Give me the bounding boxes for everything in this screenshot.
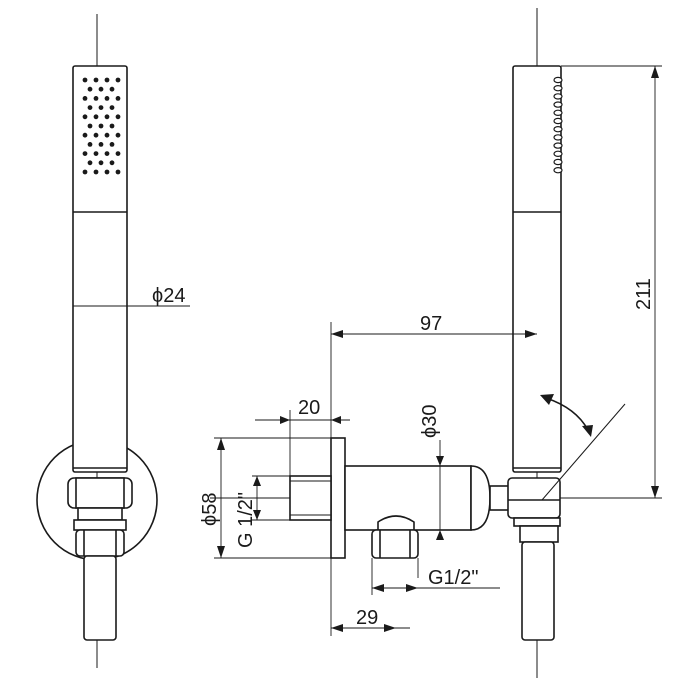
spray-nozzle [87, 123, 93, 129]
dim-outlet-label: G1/2" [428, 567, 478, 589]
side-valve-cap [470, 465, 491, 531]
spray-nozzle [93, 151, 99, 157]
spray-nozzle [115, 151, 121, 157]
dim-outlet-offset: 29 [330, 558, 410, 636]
spray-nozzles [82, 77, 121, 175]
spray-nozzle [104, 96, 110, 101]
spray-nozzle [104, 114, 110, 120]
tilt-angle-line [541, 403, 626, 501]
side-holder-ring [513, 517, 561, 527]
spray-nozzle [109, 123, 115, 129]
dim-wall-thread: G 1/2" [235, 475, 290, 548]
dim-arm-length: 97 [330, 313, 537, 438]
side-connector [489, 485, 511, 511]
spray-nozzle [82, 96, 88, 101]
spray-nozzle [82, 77, 88, 83]
spray-nozzle [98, 160, 104, 166]
dim-flange-depth: 20 [255, 397, 350, 476]
spray-nozzle [82, 114, 88, 120]
spray-nozzle [109, 142, 115, 147]
rotation-arrow-icon [540, 394, 593, 437]
spray-nozzle [93, 132, 99, 138]
dim-outlet-thread: G1/2" [371, 558, 500, 595]
front-view: ϕ24 [36, 14, 190, 668]
spray-nozzle [93, 96, 99, 101]
side-spray-nozzle [553, 134, 563, 141]
spray-nozzle [115, 169, 121, 175]
spray-nozzle [115, 132, 121, 138]
dim-flange-label: ϕ58 [199, 493, 221, 526]
side-spray-nozzle [553, 125, 563, 133]
spray-nozzle [82, 169, 88, 175]
side-thread-stub [289, 475, 332, 521]
side-spray-nozzle [553, 166, 563, 174]
spray-nozzle [104, 77, 110, 83]
spray-nozzle [87, 160, 93, 166]
spray-nozzle [87, 86, 93, 92]
spray-nozzle [98, 86, 104, 92]
dim-arm-label: 97 [420, 313, 442, 335]
spray-nozzle [109, 160, 115, 166]
dim-thread-label: G 1/2" [235, 492, 257, 548]
spray-nozzle [98, 142, 104, 147]
spray-nozzle [93, 169, 99, 175]
dim-height-label: 211 [633, 278, 655, 310]
spray-nozzle [104, 169, 110, 175]
spray-nozzle [98, 105, 104, 110]
spray-nozzle [82, 151, 88, 157]
front-holder-ring [73, 519, 127, 531]
spray-nozzle [87, 105, 93, 110]
side-spray-nozzle [553, 150, 563, 157]
spray-nozzle [115, 77, 121, 83]
side-hose [521, 541, 555, 641]
spray-nozzle [82, 132, 88, 138]
side-holder-nut [519, 525, 559, 543]
dim-flange-diameter: ϕ58 [199, 437, 331, 559]
spray-nozzle [93, 77, 99, 83]
dim-overall-height: 211 [561, 65, 662, 499]
front-handle-body [72, 65, 128, 473]
front-holder-center [75, 477, 125, 509]
side-spray-nozzle [553, 109, 563, 117]
side-outlet-nut [371, 529, 419, 559]
spray-nozzle [87, 142, 93, 147]
side-spray-nozzle [553, 158, 563, 166]
spray-nozzle [98, 123, 104, 129]
front-holder [67, 477, 133, 557]
spray-nozzle [93, 114, 99, 120]
side-spray-nozzle [553, 117, 563, 125]
spray-nozzle [104, 151, 110, 157]
front-hose [83, 555, 117, 641]
side-wall-flange [330, 437, 346, 559]
spray-nozzle [109, 86, 115, 92]
front-holder-collar [77, 507, 123, 521]
side-spray-nozzles [553, 76, 563, 174]
spray-nozzle [104, 132, 110, 138]
dim-body-diameter: ϕ30 [419, 405, 444, 540]
side-spray-nozzle [553, 101, 563, 108]
dim-offset-label: 29 [356, 607, 378, 629]
side-spray-nozzle [553, 142, 563, 149]
side-spray-nozzle [553, 93, 563, 100]
side-spray-nozzle [553, 84, 563, 92]
side-spray-nozzle [553, 76, 563, 84]
side-outlet-dome [377, 515, 415, 531]
side-holder [507, 477, 561, 519]
dim-body-label: ϕ30 [419, 405, 441, 438]
spray-nozzle [115, 96, 121, 101]
spray-nozzle [115, 114, 121, 120]
dim-handle-diameter-label: ϕ24 [152, 285, 185, 307]
dim-depth-label: 20 [298, 397, 320, 419]
spray-nozzle [109, 105, 115, 110]
side-handle-body [512, 65, 562, 473]
side-view: 211 97 20 ϕ30 [199, 8, 662, 678]
